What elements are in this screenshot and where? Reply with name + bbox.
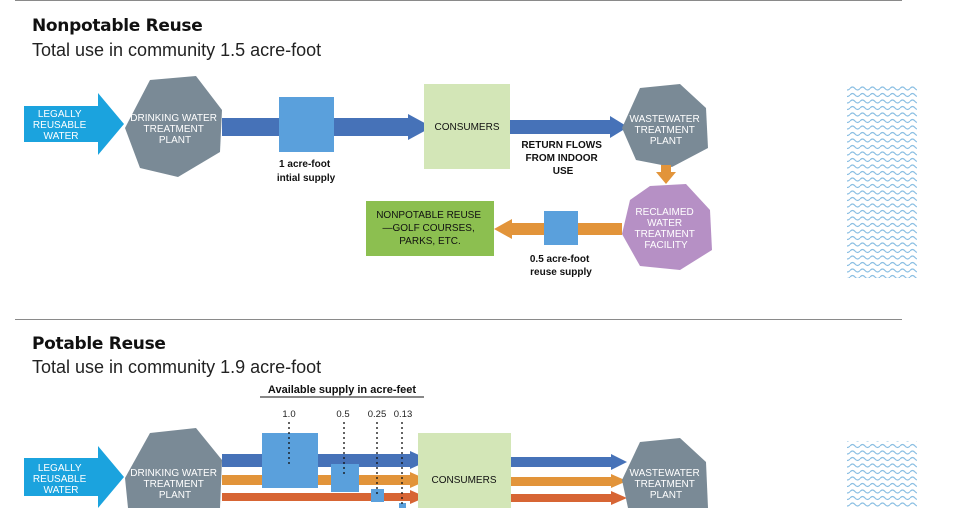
- potable-wastewater-plant-label: WASTEWATER TREATMENT PLANT: [630, 468, 703, 501]
- reclaimed-facility-label: RECLAIMED WATER TREATMENT FACILITY: [635, 207, 698, 251]
- supply-square-1: [262, 433, 318, 488]
- supply-value-1: 1.0: [282, 409, 295, 420]
- drinking-plant-label: DRINKING WATER TREATMENT PLANT: [130, 113, 219, 146]
- supply-value-2: 0.5: [336, 409, 349, 420]
- supply-heading: Available supply in acre-feet: [268, 384, 416, 396]
- section-divider: [15, 319, 902, 320]
- potable-title: Potable Reuse: [32, 334, 166, 354]
- potable-pipe-rust: [222, 493, 412, 501]
- supply-square-4: [399, 503, 406, 508]
- pipe-to-reuse-head: [494, 219, 512, 239]
- pipe-to-wastewater: [510, 120, 612, 134]
- top-divider: [15, 0, 902, 1]
- initial-supply-label: 1 acre-foot intial supply: [277, 159, 336, 184]
- potable-drinking-plant-label: DRINKING WATER TREATMENT PLANT: [130, 468, 219, 501]
- potable-wastewater-plant: [622, 438, 708, 508]
- pipe-to-wastewater-head: [610, 116, 628, 138]
- return-flows-label: RETURN FLOWS FROM INDOOR USE: [521, 140, 604, 177]
- reuse-supply-square: [544, 211, 578, 245]
- initial-supply-square: [279, 97, 334, 152]
- potable-consumers-label: CONSUMERS: [431, 475, 496, 486]
- potable-out-blue-head: [611, 454, 627, 470]
- water-waves-icon: [847, 84, 917, 278]
- potable-out-orange: [511, 477, 613, 486]
- potable-out-blue: [511, 457, 613, 467]
- wastewater-plant-label: WASTEWATER TREATMENT PLANT: [630, 114, 703, 147]
- nonpotable-title: Nonpotable Reuse: [32, 16, 203, 36]
- reuse-supply-label: 0.5 acre-foot reuse supply: [530, 254, 592, 278]
- potable-subtitle: Total use in community 1.9 acre-foot: [32, 357, 322, 377]
- nonpotable-reuse-box: [366, 201, 494, 256]
- potable-consumers-box: [418, 433, 511, 508]
- supply-square-2: [331, 464, 359, 492]
- reclaimed-facility: [622, 184, 712, 270]
- source-label: LEGALLY REUSABLE WATER: [33, 109, 89, 142]
- consumers-box: [424, 84, 510, 169]
- pipe-to-consumers-head: [408, 114, 432, 140]
- potable-out-rust: [511, 494, 613, 502]
- potable-drinking-water-plant: [125, 428, 222, 508]
- potable-source-label: LEGALLY REUSABLE WATER: [33, 463, 89, 496]
- supply-value-3: 0.25: [368, 409, 387, 420]
- supply-value-4: 0.13: [394, 409, 413, 420]
- source-arrow: [24, 93, 124, 155]
- nonpotable-reuse-label: NONPOTABLE REUSE —GOLF COURSES, PARKS, E…: [376, 210, 484, 247]
- supply-square-3: [371, 489, 384, 502]
- consumers-label: CONSUMERS: [434, 122, 499, 133]
- wastewater-plant: [622, 84, 708, 167]
- pipe-to-reclaimed-head: [656, 172, 676, 184]
- potable-out-orange-head: [611, 474, 627, 488]
- potable-source-arrow: [24, 446, 124, 508]
- nonpotable-subtitle: Total use in community 1.5 acre-foot: [32, 40, 322, 60]
- pipe-to-reclaimed: [661, 165, 671, 173]
- potable-out-rust-head: [611, 491, 627, 505]
- potable-water-waves-icon: [847, 441, 917, 508]
- drinking-water-plant: [125, 76, 222, 177]
